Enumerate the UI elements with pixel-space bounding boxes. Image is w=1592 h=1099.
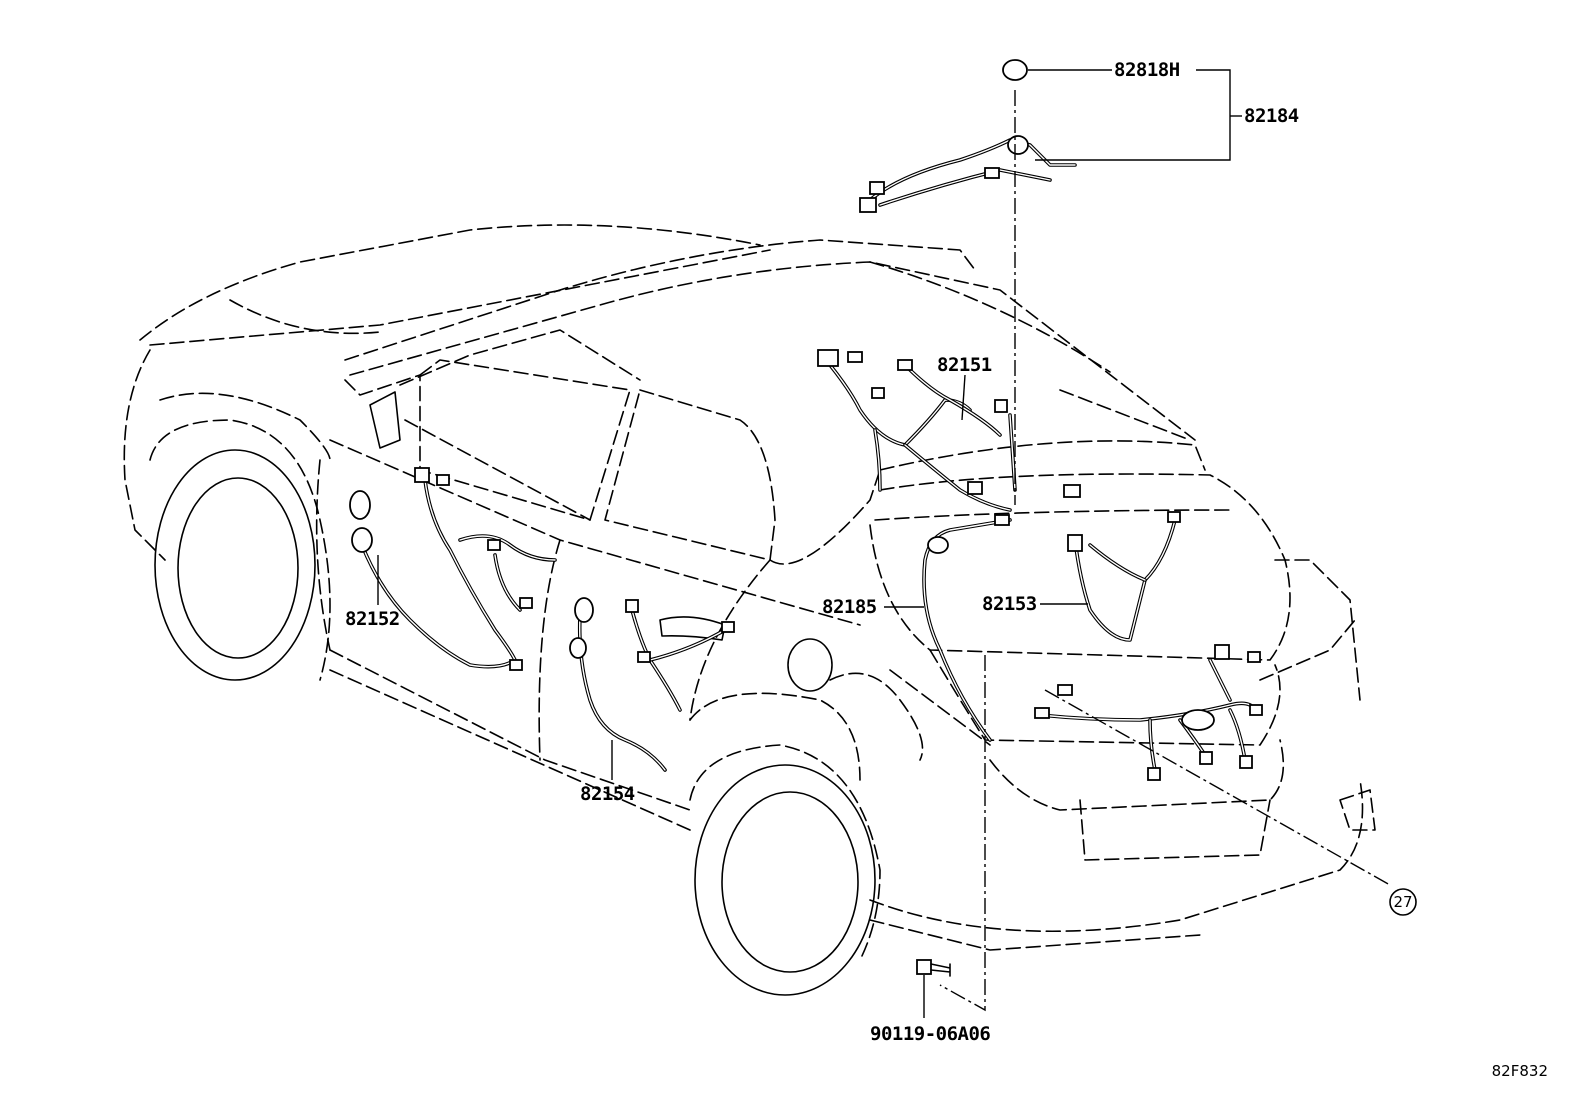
part-label-82152: 82152 <box>345 608 400 630</box>
figure-code: 82F832 <box>1492 1062 1548 1080</box>
vehicle-body-outline <box>123 224 1376 996</box>
harness-rear-bumper <box>1034 644 1263 781</box>
harness-82185 <box>922 514 1012 742</box>
part-label-82818h: 82818H <box>1114 59 1180 81</box>
part-label-82151: 82151 <box>937 354 992 376</box>
grommet-82818h <box>1002 59 1028 81</box>
harness-82154 <box>569 597 735 772</box>
reference-number: 27 <box>1393 893 1412 911</box>
reference-circle <box>1389 888 1417 916</box>
harness-82184 <box>859 135 1077 213</box>
part-label-82185: 82185 <box>822 596 877 618</box>
part-label-82153: 82153 <box>982 593 1037 615</box>
part-label-82154: 82154 <box>580 783 635 805</box>
part-label-82184: 82184 <box>1244 105 1299 127</box>
leader-lines <box>377 69 1391 1018</box>
part-label-90119-06a06: 90119-06A06 <box>870 1023 990 1045</box>
bolt-90119-06a06 <box>916 959 951 977</box>
harness-82153 <box>1063 484 1181 642</box>
harness-82151 <box>817 349 1017 512</box>
harness-82152 <box>349 467 557 671</box>
